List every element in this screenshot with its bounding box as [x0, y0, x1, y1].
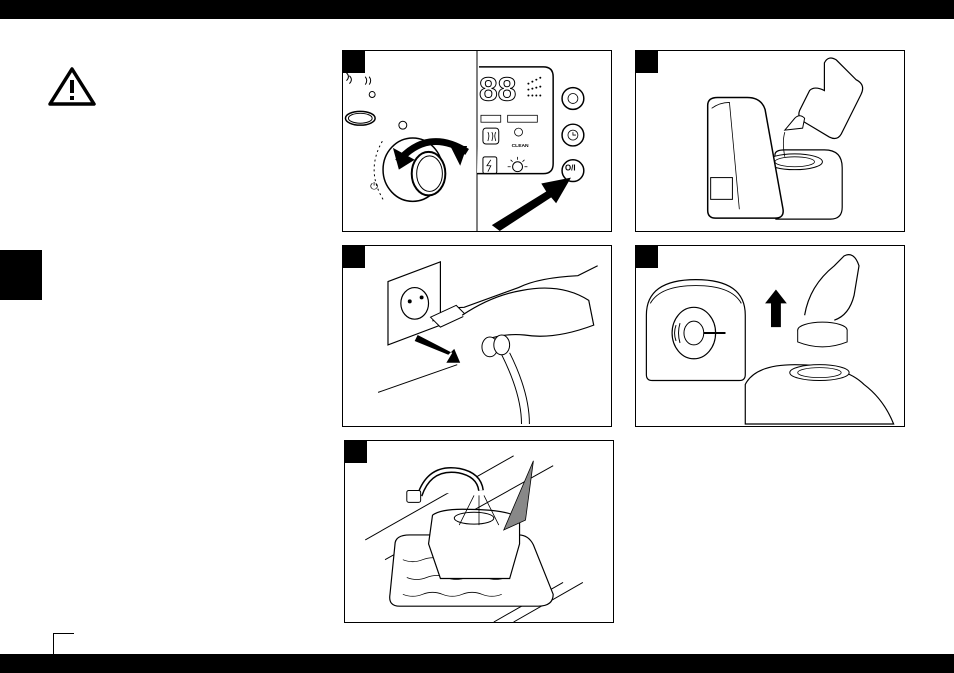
page-corner-mark: [53, 633, 74, 654]
figure-rinse: [344, 440, 614, 623]
bottom-black-bar: [0, 654, 954, 673]
svg-text:O/I: O/I: [565, 164, 576, 173]
figure-unplug: [342, 245, 612, 427]
figure-remove-cartridge: [635, 245, 905, 427]
warning-triangle-icon: [47, 66, 97, 106]
rinse-illustration: [345, 441, 613, 622]
remove-cartridge-illustration: [636, 246, 904, 426]
figure-fill-water: [635, 50, 905, 232]
svg-text:88: 88: [479, 71, 516, 108]
fill-water-illustration: [636, 51, 904, 231]
unplug-illustration: [343, 246, 611, 426]
svg-text:⏻: ⏻: [370, 181, 378, 192]
control-panel-illustration: ⏻ 88 CLEAN O/I: [343, 51, 611, 231]
language-tab-marker: [0, 250, 42, 300]
top-black-bar: [0, 0, 954, 19]
humidity-icon: [346, 73, 370, 85]
figure-control-panel: ⏻ 88 CLEAN O/I: [342, 50, 612, 232]
svg-text:CLEAN: CLEAN: [512, 143, 529, 149]
